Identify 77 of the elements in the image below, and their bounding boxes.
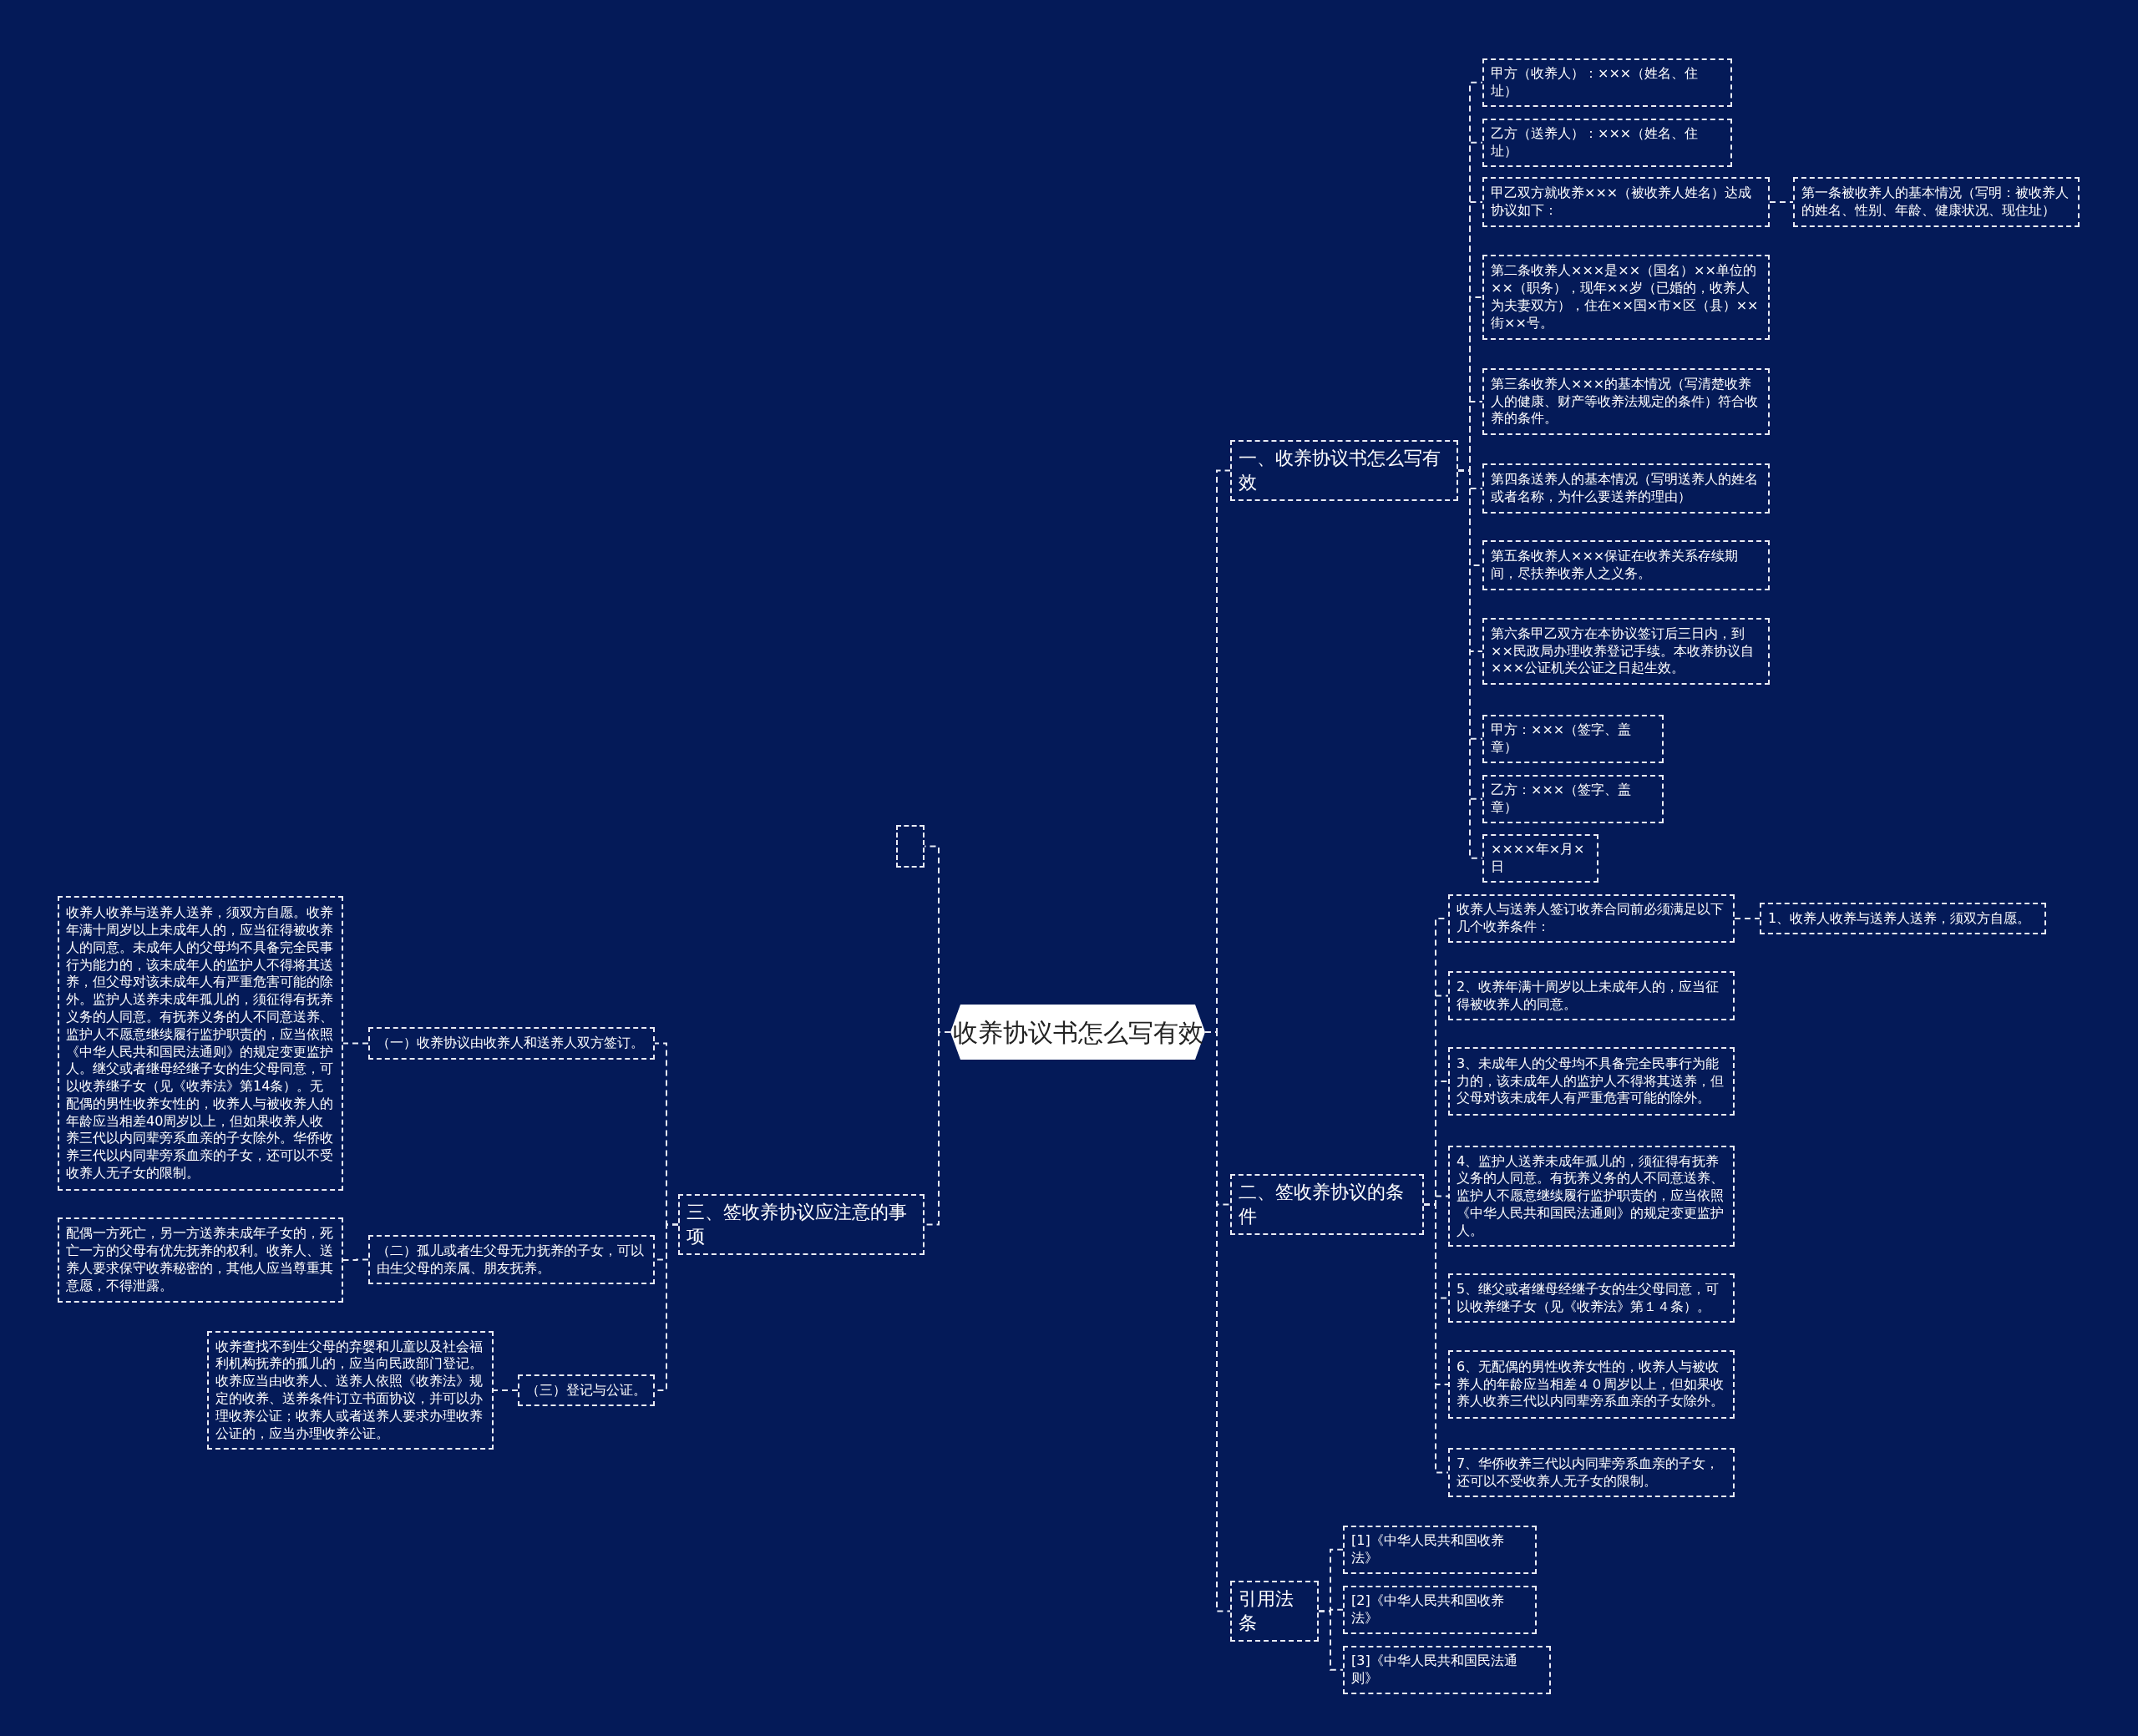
connector-line <box>342 1258 369 1261</box>
box-outline <box>896 825 925 868</box>
node-text: [1]《中华人民共和国收养法》 <box>1351 1532 1505 1567</box>
connector-line <box>342 1042 369 1045</box>
topic-box <box>678 1194 925 1256</box>
topic-box <box>1230 1174 1424 1236</box>
text-box <box>1448 1350 1735 1419</box>
text-box <box>1448 1146 1735 1247</box>
node-text: 甲乙双方就收养×××（被收养人姓名）达成协议如下： <box>1491 185 1753 220</box>
node-text: 第一条被收养人的基本情况（写明：被收养人的姓名、性别、年龄、健康状况、现住址） <box>1801 185 2070 220</box>
node-text: [2]《中华人民共和国收养法》 <box>1351 1592 1505 1627</box>
connector-line <box>493 1389 519 1391</box>
text-box <box>1343 1586 1537 1634</box>
central-topic-text: 收养协议书怎么写有效 <box>952 1016 1203 1049</box>
node-text: ××××年×月×日 <box>1491 841 1586 876</box>
topic-box <box>1230 1581 1319 1642</box>
node-text: 配偶一方死亡，另一方送养未成年子女的，死亡一方的父母有优先抚养的权利。收养人、送养人要求保守收养秘密的，其他人应当尊重其意愿，不得泄露。 <box>66 1225 334 1295</box>
connector-line <box>1734 918 1761 919</box>
node-text: 乙方：×××（签字、盖章） <box>1491 782 1633 817</box>
node-text: 1、收养人收养与送养人送养，须双方自愿。 <box>1768 909 2031 928</box>
text-box <box>368 1027 655 1060</box>
text-box <box>1482 618 1770 685</box>
text-box <box>207 1331 494 1450</box>
text-box <box>1448 1047 1735 1116</box>
connector-line <box>1457 469 1483 859</box>
node-text: 7、华侨收养三代以内同辈旁系血亲的子女，还可以不受收养人无子女的限制。 <box>1457 1455 1720 1491</box>
node-text: 3、未成年人的父母均不具备完全民事行为能力的，该未成年人的监护人不得将其送养，但父母对该未成年人有严重危害可能的除外。 <box>1457 1055 1725 1108</box>
node-text: （一）收养协议由收养人和送养人双方签订。 <box>377 1035 644 1052</box>
text-box <box>1448 1273 1735 1323</box>
node-text: 6、无配偶的男性收养女性的，收养人与被收养人的年龄应当相差４０周岁以上，但如果收养人收养三代以内同辈旁系血亲的子女除外。 <box>1457 1358 1725 1411</box>
text-box <box>1793 177 2080 227</box>
text-box <box>1482 368 1770 435</box>
connector-line <box>1769 201 1794 203</box>
node-text: （二）孤儿或者生父母无力抚养的子女，可以由生父母的亲属、朋友抚养。 <box>377 1242 645 1278</box>
text-box <box>1482 775 1664 823</box>
node-text: 第二条收养人×××是××（国名）××单位的××（职务），现年××岁（已婚的，收养人为夫妻双方），住在××国×市×区（县）××街××号。 <box>1491 262 1760 332</box>
topic-box <box>1230 440 1458 502</box>
node-text: （三）登记与公证。 <box>526 1381 646 1399</box>
text-box <box>518 1374 655 1406</box>
text-box <box>1448 971 1735 1020</box>
node-text: 收养人收养与送养人送养，须双方自愿。收养年满十周岁以上未成年人的，应当征得被收养人的同意。未成年人的父母均不具备完全民事行为能力的，该未成年人的监护人不得将其送养，但父母对该未成年人有严重危害可能的除外。监护人送养未成年孤儿的，须征得有抚养义务的人同意。有抚养义务的人不同意送养、监护人不愿意继续履行监护职责的，应当依照《中华人民共和国民法通则》的规定变更监护人。继父或者继母经继子女的生父母同意，可以收养继子女（见《收养法》第14条）。无配偶的男性收养女性的，收养人与被收养人的年龄应当相差40周岁以上，但如果收养人收养三代以内同辈旁系血亲的子女除外。华侨收养三代以内同辈旁系血亲的子女，还可以不受收养人无子女的限制。 <box>66 904 334 1182</box>
text-box <box>1343 1646 1551 1694</box>
text-box <box>1482 715 1664 763</box>
connector-line <box>924 845 951 1033</box>
node-text: 第四条送养人的基本情况（写明送养人的姓名或者名称，为什么要送养的理由） <box>1491 471 1759 506</box>
text-box <box>1482 540 1770 590</box>
central-topic-hexagon <box>950 1005 1205 1060</box>
node-text: 第六条甲乙双方在本协议签订后三日内，到××民政局办理收养登记手续。本收养协议自×××公证机关公证之日起生效。 <box>1491 625 1755 678</box>
node-text: 收养查找不到生父母的弃婴和儿童以及社会福利机构抚养的孤儿的，应当向民政部门登记。收养应当由收养人、送养人依照《收养法》规定的收养、送养条件订立书面协议，并可以办理收养公证；收养人或者送养人要求办理收养公证的，应当办理收养公证。 <box>215 1338 484 1443</box>
node-text: 乙方（送养人）：×××（姓名、住址） <box>1491 125 1700 160</box>
text-box <box>1760 903 2046 934</box>
topic-text: 一、收养协议书怎么写有效 <box>1239 447 1441 494</box>
node-text: 2、收养年满十周岁以上未成年人的，应当征得被收养人的同意。 <box>1457 978 1720 1014</box>
text-box <box>1448 1448 1735 1497</box>
text-box <box>1482 255 1770 340</box>
text-box <box>1343 1526 1537 1574</box>
node-text: 第五条收养人×××保证在收养关系存续期间，尽扶养收养人之义务。 <box>1491 548 1740 583</box>
text-box <box>368 1235 655 1284</box>
text-box <box>1482 119 1732 167</box>
text-box <box>1482 834 1598 883</box>
node-text: 第三条收养人×××的基本情况（写清楚收养人的健康、财产等收养法规定的条件）符合收养的条件。 <box>1491 375 1759 428</box>
connector-line <box>1423 1203 1449 1474</box>
connector-line <box>1318 1610 1344 1671</box>
topic-text: 二、签收养协议的条件 <box>1239 1181 1405 1228</box>
topic-text: 引用法条 <box>1239 1587 1294 1635</box>
text-box <box>1448 894 1735 943</box>
node-text: 收养人与送养人签订收养合同前必须满足以下几个收养条件： <box>1457 901 1725 936</box>
node-text: 甲方（收养人）：×××（姓名、住址） <box>1491 65 1700 100</box>
node-text: 4、监护人送养未成年孤儿的，须征得有抚养义务的人同意。有抚养义务的人不同意送养、监护人不愿意继续履行监护职责的，应当依照《中华人民共和国民法通则》的规定变更监护人。 <box>1457 1152 1725 1240</box>
text-box <box>1482 177 1770 227</box>
topic-text: 三、签收养协议应注意的事项 <box>686 1201 908 1248</box>
text-box <box>58 1217 343 1303</box>
node-text: [3]《中华人民共和国民法通则》 <box>1351 1652 1518 1688</box>
text-box <box>1482 58 1732 107</box>
node-text: 5、继父或者继母经继子女的生父母同意，可以收养继子女（见《收养法》第１４条）。 <box>1457 1280 1720 1316</box>
text-box <box>1482 463 1770 514</box>
node-text: 甲方：×××（签字、盖章） <box>1491 721 1633 757</box>
